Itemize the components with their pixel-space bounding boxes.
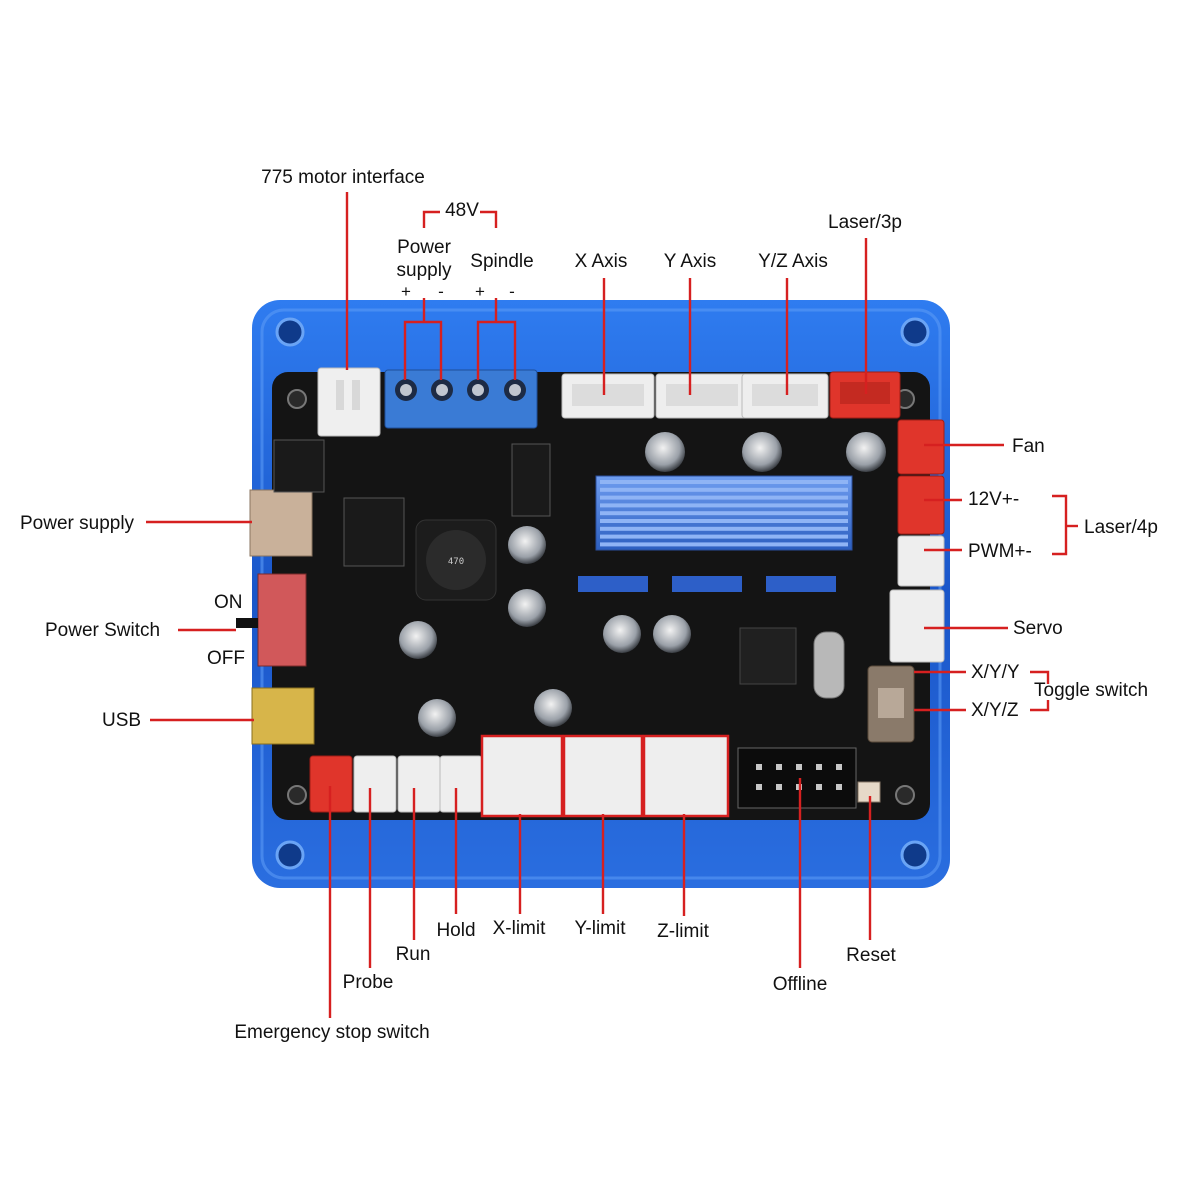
servo-connector xyxy=(889,589,945,663)
hold-connector xyxy=(439,755,483,813)
label-fan: Fan xyxy=(1012,436,1045,457)
label-run: Run xyxy=(396,944,431,965)
label-power-switch: Power Switch xyxy=(45,620,160,641)
crystal xyxy=(813,631,845,699)
toggle-switch-body xyxy=(867,665,915,743)
label-12v: 12V+- xyxy=(968,489,1019,510)
label-on: ON xyxy=(214,592,243,613)
header-pin xyxy=(816,784,822,790)
header-pin xyxy=(816,764,822,770)
leader-lines xyxy=(146,192,1078,1018)
header-pin xyxy=(776,784,782,790)
pwm-connector xyxy=(897,535,945,587)
label-x-axis: X Axis xyxy=(575,251,628,272)
label-y-axis: Y Axis xyxy=(664,251,716,272)
screw-terminal-block xyxy=(384,369,538,429)
label-775-motor-interface: 775 motor interface xyxy=(261,167,425,188)
y-axis-connector xyxy=(655,373,749,419)
heatsink-fins xyxy=(600,480,848,547)
microcontroller-chip xyxy=(739,627,797,685)
header-pin xyxy=(796,764,802,770)
header-pin xyxy=(836,764,842,770)
label-toggle-switch: Toggle switch xyxy=(1034,680,1148,701)
offline-header xyxy=(737,747,857,809)
yz-axis-connector xyxy=(741,373,829,419)
label-z-limit: Z-limit xyxy=(657,921,709,942)
label-x-limit: X-limit xyxy=(493,918,546,939)
label-minus-spindle: - xyxy=(509,282,515,301)
z-limit-connector xyxy=(642,734,730,818)
label-plus-spindle: + xyxy=(475,282,485,301)
label-spindle: Spindle xyxy=(470,251,533,272)
label-reset: Reset xyxy=(846,945,896,966)
labels: 775 motor interface 48V Power supply Spi… xyxy=(20,167,1158,1043)
mount-hole-tr xyxy=(900,317,930,347)
label-off: OFF xyxy=(207,648,245,669)
label-plus-power: + xyxy=(401,282,411,301)
label-y-limit: Y-limit xyxy=(574,918,626,939)
power-jack xyxy=(249,489,313,557)
mount-hole-br xyxy=(900,840,930,870)
header-pin xyxy=(756,784,762,790)
probe-connector xyxy=(353,755,397,813)
heatsink-fin xyxy=(600,495,848,500)
run-connector xyxy=(397,755,441,813)
label-power-supply-top-line2: supply xyxy=(397,260,452,281)
heatsink-fin xyxy=(600,526,848,531)
label-power-supply-left: Power supply xyxy=(20,513,135,534)
label-pwm: PWM+- xyxy=(968,541,1032,562)
black-regulator xyxy=(273,439,551,567)
heatsink-fin xyxy=(600,542,848,547)
heatsink-fin xyxy=(600,503,848,508)
label-usb: USB xyxy=(102,710,141,731)
label-laser-4p: Laser/4p xyxy=(1084,517,1158,538)
label-minus-power: - xyxy=(438,282,444,301)
heatsink-fin xyxy=(600,480,848,484)
header-pin xyxy=(776,764,782,770)
heatsink-fin xyxy=(600,534,848,539)
y-limit-connector xyxy=(562,734,644,818)
label-hold: Hold xyxy=(436,920,475,941)
mount-hole-tl xyxy=(275,317,305,347)
label-48v: 48V xyxy=(445,200,479,221)
heatsink-fin xyxy=(600,511,848,516)
power-switch-body xyxy=(236,573,307,667)
label-offline: Offline xyxy=(773,974,828,995)
mount-hole-bl xyxy=(275,840,305,870)
heatsink xyxy=(595,475,853,551)
heatsink-fin xyxy=(600,487,848,492)
fan-connector xyxy=(897,419,945,475)
x-axis-connector xyxy=(561,373,655,419)
inductor: 470 xyxy=(415,519,497,601)
usb-port xyxy=(251,687,315,745)
header-pin xyxy=(836,784,842,790)
inductor-marking: 470 xyxy=(448,557,464,567)
capacitors xyxy=(399,432,886,737)
label-laser-3p: Laser/3p xyxy=(828,212,902,233)
laser-4p-connector xyxy=(897,475,945,535)
x-limit-connector xyxy=(480,734,564,818)
motor-775-connector xyxy=(317,367,381,437)
label-xyy: X/Y/Y xyxy=(971,662,1020,683)
heatsink-fin xyxy=(600,519,848,523)
label-yz-axis: Y/Z Axis xyxy=(758,251,828,272)
label-probe: Probe xyxy=(343,972,394,993)
label-servo: Servo xyxy=(1013,618,1063,639)
label-emergency-stop-switch: Emergency stop switch xyxy=(234,1022,429,1043)
label-xyz: X/Y/Z xyxy=(971,700,1019,721)
label-power-supply-top-line1: Power xyxy=(397,237,452,258)
stepper-headers xyxy=(578,576,836,592)
header-pin xyxy=(756,764,762,770)
